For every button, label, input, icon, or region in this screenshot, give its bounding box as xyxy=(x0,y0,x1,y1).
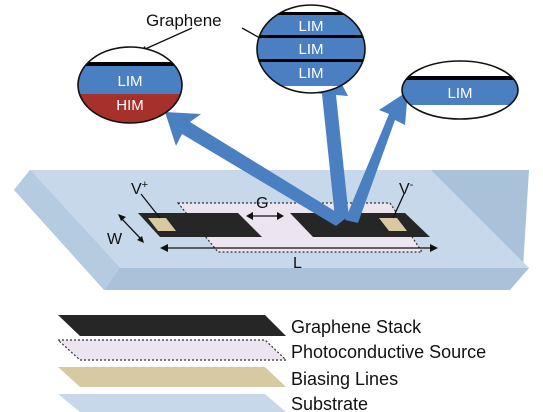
stack-layer-label: LIM xyxy=(298,41,323,58)
biasing-line-left xyxy=(148,218,176,231)
length-label: L xyxy=(293,255,302,272)
width-label: W xyxy=(107,231,123,248)
stack-layer-label: LIM xyxy=(298,65,323,82)
stack-layer-label: LIM xyxy=(117,73,142,90)
legend-label: Biasing Lines xyxy=(291,369,398,389)
bubble-right: LIM xyxy=(401,60,519,120)
legend-swatch-graphene xyxy=(58,315,286,336)
bubble-left: LIM HIM xyxy=(77,46,183,124)
stack-layer-label: HIM xyxy=(116,97,144,114)
legend-swatch-biasing xyxy=(58,367,286,387)
emission-arrows xyxy=(165,63,408,226)
legend-label: Photoconductive Source xyxy=(291,342,486,362)
v-plus-label: V+ xyxy=(131,179,148,198)
stack-layer-label: LIM xyxy=(298,18,323,35)
biasing-line-right xyxy=(379,218,407,231)
bubble-center: LIM LIM LIM xyxy=(256,4,366,94)
stack-layer-label: LIM xyxy=(447,85,472,102)
legend-swatch-substrate xyxy=(58,394,286,412)
gap-label: G xyxy=(256,195,268,212)
legend-label: Graphene Stack xyxy=(291,317,422,337)
legend-label: Substrate xyxy=(291,394,368,412)
legend-swatch-photoconductive xyxy=(56,339,288,361)
graphene-label: Graphene xyxy=(146,11,222,30)
v-minus-label: V- xyxy=(399,179,414,198)
legend: Graphene Stack Photoconductive Source Bi… xyxy=(56,315,486,412)
